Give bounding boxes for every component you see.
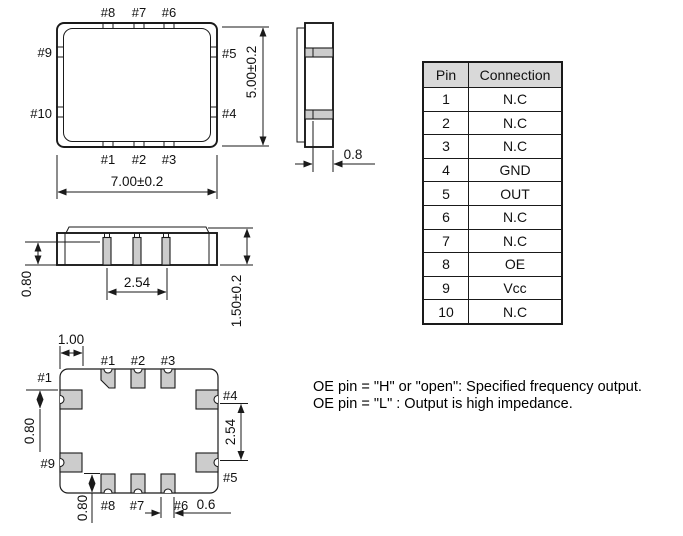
bottom-view-pin4-label: #4 [223, 388, 237, 403]
top-view-width-dim-text: 7.00±0.2 [111, 174, 163, 189]
bottom-view-castellation-notches [59, 368, 219, 494]
bottom-view-pin9-label: #9 [41, 456, 55, 471]
bottom-view-pad-width-dimension: 0.6 [145, 497, 231, 518]
oe-note-line2: OE pin = "L" : Output is high impedance. [313, 396, 573, 412]
pin-connection: N.C [468, 299, 563, 325]
pin-number: 9 [422, 275, 469, 301]
bottom-view-pin2-label: #2 [131, 353, 145, 368]
bottom-view-pads [59, 368, 219, 494]
bottom-view-left-upper-pin-label: #1 [38, 370, 52, 385]
connection-column-header: Connection [468, 61, 563, 88]
pin-connection: GND [468, 157, 563, 183]
front-view-total-height-dim-text: 1.50±0.2 [229, 275, 244, 327]
side-view-body [304, 22, 334, 148]
top-view-castellation-ticks [56, 22, 217, 148]
pin-number: 5 [422, 181, 469, 206]
bottom-view-bottom-pad-height-dimension: 0.80 [75, 473, 100, 523]
top-view-pin6-label: #6 [162, 5, 176, 20]
top-view-height-dim-text: 5.00±0.2 [244, 46, 259, 98]
bottom-view-corner-pad-dim-text: 1.00 [58, 332, 84, 347]
side-view-thickness-dim-text: 0.8 [344, 147, 363, 162]
oe-note-line1: OE pin = "H" or "open": Specified freque… [313, 379, 642, 395]
top-view-pin9-label: #9 [38, 45, 52, 60]
bottom-view-pad-pitch-dim-text: 2.54 [223, 418, 238, 445]
pin-connection: N.C [468, 134, 563, 159]
bottom-view-corner-pad-dimension: 1.00 [58, 332, 84, 369]
front-view-pad-height-dim-text: 0.80 [19, 271, 34, 297]
bottom-view-left-pad-height-dim-text: 0.80 [22, 418, 37, 444]
pin-connection: N.C [468, 204, 563, 230]
pin-connection: N.C [468, 110, 563, 136]
pin-connection: N.C [468, 228, 563, 254]
pin-number: 7 [422, 228, 469, 254]
top-view-pin5-label: #5 [222, 46, 236, 61]
top-view-pin2-label: #2 [132, 152, 146, 167]
pin-number: 6 [422, 204, 469, 230]
oe-pin-notes: OE pin = "H" or "open": Specified freque… [313, 379, 642, 413]
bottom-view-pin1-label: #1 [101, 353, 115, 368]
front-view: 0.80 2.54 1.50±0.2 [19, 226, 253, 327]
side-view: 0.8 [295, 22, 375, 172]
side-view-lid [296, 27, 306, 143]
bottom-view-pad-pitch-dimension: 2.54 [220, 403, 248, 461]
top-view-width-dimension: 7.00±0.2 [56, 155, 218, 199]
bottom-view-pin3-label: #3 [161, 353, 175, 368]
top-view-pin1-label: #1 [101, 152, 115, 167]
front-view-pads [102, 232, 171, 266]
front-view-pad-span-dimension: 2.54 [106, 268, 168, 300]
bottom-view-pad-width-dim-text: 0.6 [197, 497, 216, 512]
pin-number: 8 [422, 252, 469, 277]
top-view: #8 #7 #6 #9 #10 #5 #4 #1 #2 #3 7.00±0.2 … [30, 5, 269, 199]
top-view-height-dimension: 5.00±0.2 [222, 26, 269, 147]
top-view-pin7-label: #7 [132, 5, 146, 20]
side-view-thickness-dimension: 0.8 [295, 121, 375, 172]
top-view-pin4-label: #4 [222, 106, 236, 121]
pin-number: 1 [422, 87, 469, 112]
front-view-end-lines [64, 233, 210, 265]
bottom-view-pin7-label: #7 [130, 498, 144, 513]
bottom-view-left-pad-height-dimension: 0.80 [22, 389, 58, 452]
pin-number: 10 [422, 299, 469, 325]
bottom-view-pin8-label: #8 [101, 498, 115, 513]
front-view-pad-span-dim-text: 2.54 [124, 275, 151, 290]
pin-connection: OE [468, 252, 563, 277]
top-view-pin8-label: #8 [101, 5, 115, 20]
pin-connection: N.C [468, 87, 563, 112]
table-header-row: Pin Connection [422, 61, 563, 88]
front-view-pad-height-dimension: 0.80 [19, 241, 100, 297]
pin-number: 2 [422, 110, 469, 136]
top-view-outline [56, 22, 218, 148]
pin-connection: Vcc [468, 275, 563, 301]
bottom-view: 1.00 #1 #2 #3 #1 #9 #4 #5 #8 #7 #6 0.80 … [22, 332, 248, 523]
bottom-view-pin6-label: #6 [174, 498, 188, 513]
top-view-pin10-label: #10 [30, 106, 52, 121]
bottom-view-bottom-pad-height-dim-text: 0.80 [75, 495, 90, 521]
side-view-pad-upper [304, 47, 334, 58]
side-view-pad-lower [304, 109, 334, 120]
front-view-total-height-dimension: 1.50±0.2 [208, 227, 253, 327]
top-view-lid-outline [63, 28, 211, 142]
pin-column-header: Pin [422, 61, 469, 88]
pin-number: 4 [422, 157, 469, 183]
pin-connection: OUT [468, 181, 563, 206]
top-view-pin3-label: #3 [162, 152, 176, 167]
bottom-view-pin5-label: #5 [223, 470, 237, 485]
pin-number: 3 [422, 134, 469, 159]
